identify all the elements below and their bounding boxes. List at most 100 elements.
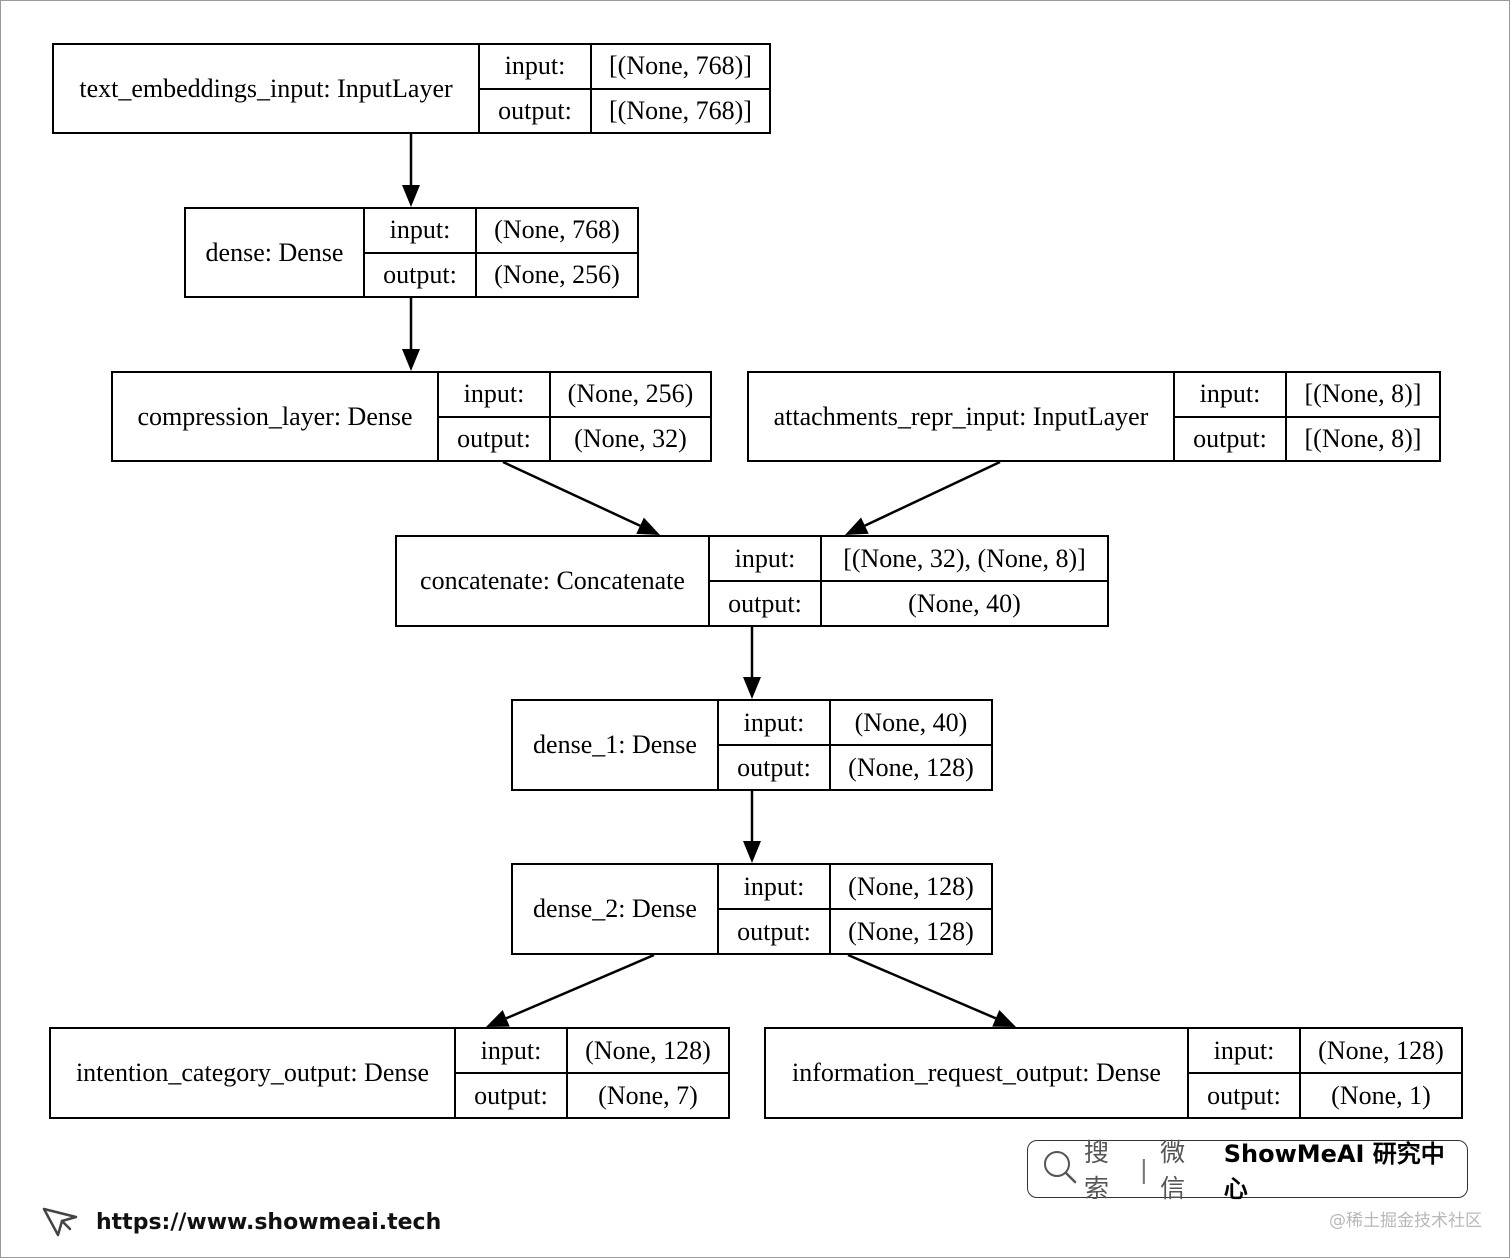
- wechat-label: 微信: [1160, 1138, 1186, 1203]
- node-title: text_embeddings_input: InputLayer: [54, 45, 480, 132]
- io-shapes: (None, 256) (None, 32): [551, 373, 710, 460]
- output-shape: [(None, 8)]: [1287, 415, 1439, 461]
- arrowhead-icon: [486, 1010, 510, 1027]
- edge-concatenate-to-dense-1: [743, 627, 761, 699]
- input-label: input:: [504, 51, 566, 81]
- input-label: input:: [743, 707, 805, 737]
- node-title: dense_2: Dense: [513, 865, 719, 953]
- output-label: output:: [365, 251, 475, 297]
- io-shapes: [(None, 8)] [(None, 8)]: [1287, 373, 1439, 460]
- arrowhead-icon: [743, 677, 761, 699]
- input-label: input:: [389, 215, 451, 245]
- search-label: 搜索: [1084, 1138, 1110, 1203]
- node-text-embeddings-input: text_embeddings_input: InputLayer input: o…: [52, 43, 771, 134]
- input-shape: [(None, 32), (None, 8)]: [843, 543, 1086, 573]
- output-shape: (None, 128): [831, 744, 991, 789]
- output-shape: (None, 1): [1301, 1072, 1461, 1117]
- output-shape: (None, 40): [822, 580, 1107, 625]
- arrowhead-icon: [845, 517, 869, 535]
- node-title: concatenate: Concatenate: [397, 537, 710, 625]
- io-shapes: (None, 128) (None, 1): [1301, 1029, 1461, 1117]
- output-label: output:: [480, 87, 590, 133]
- input-shape: (None, 768): [494, 215, 620, 245]
- watermark: @稀土掘金技术社区: [1329, 1211, 1482, 1231]
- output-label: output:: [439, 415, 549, 461]
- io-labels: input: output:: [365, 209, 477, 296]
- input-label: input:: [480, 1035, 542, 1065]
- arrowhead-icon: [743, 841, 761, 863]
- input-shape: (None, 256): [567, 379, 694, 409]
- node-intention-category-output: intention_category_output: Dense input: ou…: [49, 1027, 730, 1119]
- io-shapes: (None, 40) (None, 128): [831, 701, 991, 789]
- edge-dense-2-to-information-request-output: [847, 953, 1016, 1027]
- io-labels: input: output:: [480, 45, 592, 132]
- input-label: input:: [743, 871, 805, 901]
- output-label: output:: [710, 580, 820, 625]
- io-shapes: [(None, 32), (None, 8)] (None, 40): [822, 537, 1107, 625]
- input-shape: (None, 40): [854, 707, 968, 737]
- cursor-arrow-icon: [40, 1199, 80, 1245]
- io-labels: input: output:: [1175, 373, 1287, 460]
- io-labels: input:output:: [1189, 1029, 1301, 1117]
- input-label: input:: [1199, 379, 1261, 409]
- output-shape: (None, 7): [568, 1072, 728, 1117]
- output-label: output:: [456, 1072, 566, 1117]
- input-shape: [(None, 8)]: [1304, 379, 1422, 409]
- output-label: output:: [1175, 415, 1285, 461]
- arrowhead-icon: [402, 349, 420, 371]
- output-shape: (None, 32): [551, 415, 710, 461]
- showmeai-url: https://www.showmeai.tech: [96, 1209, 442, 1235]
- output-label: output:: [719, 744, 829, 789]
- io-labels: input: output:: [439, 373, 551, 460]
- edge-dense-to-compression-layer: [402, 298, 420, 371]
- output-shape: (None, 128): [831, 908, 991, 953]
- io-labels: input: output:: [710, 537, 822, 625]
- io-labels: input: output:: [456, 1029, 568, 1117]
- input-shape: (None, 128): [585, 1035, 711, 1065]
- input-shape: (None, 128): [1318, 1035, 1444, 1065]
- node-title: compression_layer: Dense: [113, 373, 439, 460]
- input-label: input:: [463, 379, 525, 409]
- footer-url: https://www.showmeai.tech: [40, 1200, 441, 1244]
- node-title: intention_category_output: Dense: [51, 1029, 456, 1117]
- io-shapes: (None, 768) (None, 256): [477, 209, 637, 296]
- edge-compression-layer-to-concatenate: [502, 460, 660, 535]
- output-label: output:: [1189, 1072, 1299, 1117]
- magnifier-icon: [1042, 1149, 1078, 1189]
- io-labels: input: output:: [719, 865, 831, 953]
- edge-attachments-repr-input-to-concatenate: [845, 460, 1001, 535]
- io-shapes: (None, 128) (None, 128): [831, 865, 991, 953]
- search-badge: 搜索 | 微信 ShowMeAI 研究中心: [1027, 1138, 1468, 1203]
- output-label: output:: [719, 908, 829, 953]
- input-shape: (None, 128): [848, 871, 974, 901]
- arrowhead-icon: [992, 1010, 1016, 1027]
- output-shape: [(None, 768)]: [592, 87, 769, 133]
- output-shape: (None, 256): [477, 251, 637, 297]
- badge-separator: |: [1139, 1154, 1149, 1184]
- io-shapes: [(None, 768)] [(None, 768)]: [592, 45, 769, 132]
- brand-name: ShowMeAI 研究中心: [1223, 1140, 1445, 1203]
- node-title: information_request_output: Dense: [766, 1029, 1189, 1117]
- edge-line: [505, 953, 655, 1020]
- input-label: input:: [734, 543, 796, 573]
- node-title: dense_1: Dense: [513, 701, 719, 789]
- input-shape: [(None, 768)]: [609, 51, 752, 81]
- edge-dense-2-to-intention-category-output: [486, 953, 655, 1027]
- node-title: attachments_repr_input: InputLayer: [749, 373, 1175, 460]
- arrowhead-icon: [636, 517, 660, 535]
- arrowhead-icon: [402, 185, 420, 207]
- edge-line: [864, 460, 1001, 527]
- edge-dense-1-to-dense-2: [743, 791, 761, 863]
- io-shapes: (None, 128) (None, 7): [568, 1029, 728, 1117]
- edge-text-embeddings-input-to-dense: [402, 134, 420, 207]
- node-title: dense: Dense: [186, 209, 365, 296]
- edge-line: [847, 953, 997, 1020]
